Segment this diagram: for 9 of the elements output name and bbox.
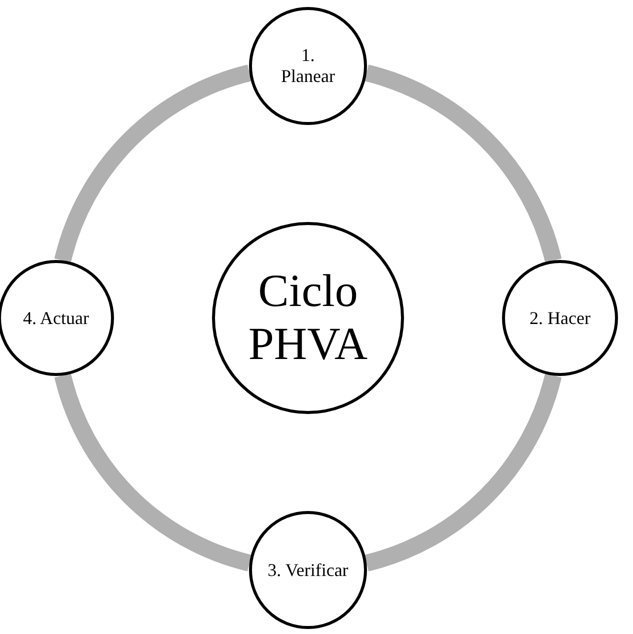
step-label: 4. Actuar: [23, 308, 89, 328]
ring-arc-connector: [364, 373, 562, 572]
step-label: 3. Verificar: [268, 560, 348, 580]
step-label: 2. Hacer: [530, 308, 590, 328]
step-label: 1. Planear: [280, 45, 336, 87]
ring-arc-connector: [364, 64, 562, 263]
center-label: Ciclo PHVA: [247, 265, 369, 371]
ring-arc-connector: [54, 64, 252, 263]
ring-arc-connector: [54, 373, 252, 572]
